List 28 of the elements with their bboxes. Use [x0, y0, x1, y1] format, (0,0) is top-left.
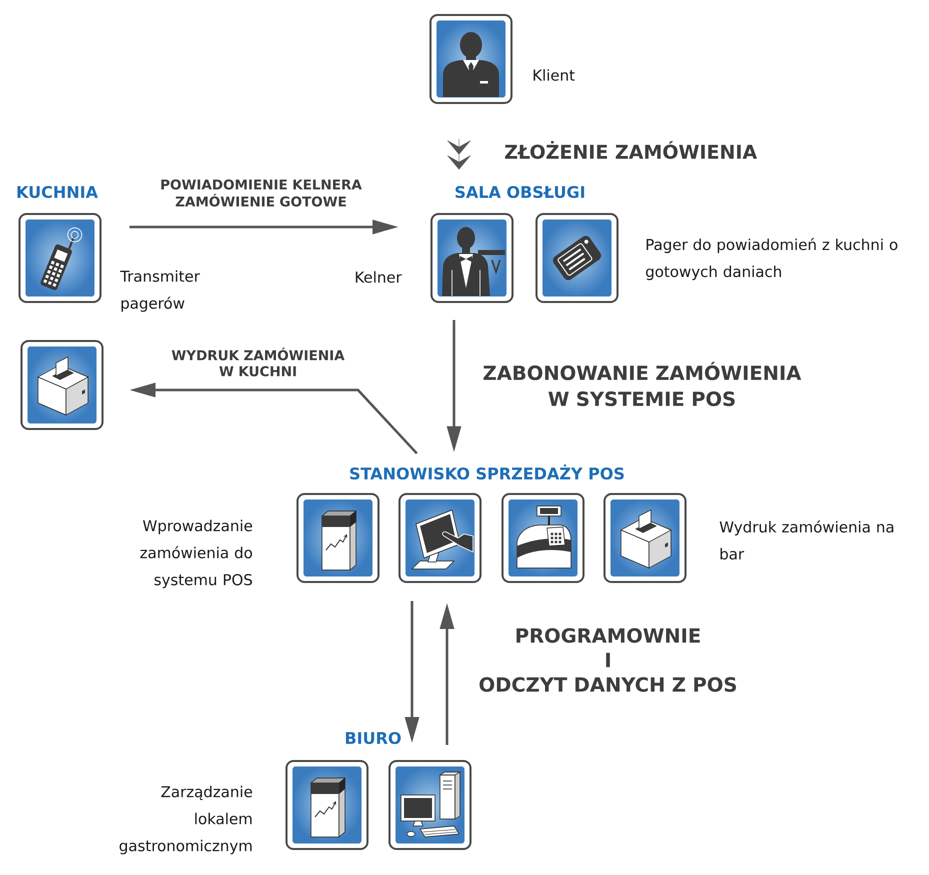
person-icon [430, 14, 512, 104]
computer-icon [388, 760, 472, 850]
edge-label: POWIADOMIENIE KELNERA ZAMÓWIENIE GOTOWE [161, 179, 362, 207]
pager-icon [536, 213, 618, 303]
node-caption: Kelner [356, 271, 402, 283]
edge-label: ZŁOŻENIE ZAMÓWIENIA [505, 141, 758, 159]
node-caption: Wprowadzanie zamówienia do systemu POS [140, 520, 252, 588]
printer-icon [20, 340, 104, 430]
software-box-icon [286, 760, 368, 850]
edge-label: ZABONOWANIE ZAMÓWIENIA W SYSTEMIE POS [484, 362, 802, 406]
section-heading: STANOWISKO SPRZEDAŻY POS [350, 464, 624, 480]
chevron-arrow [447, 138, 471, 170]
waiter-icon [430, 213, 514, 303]
edge-label: WYDRUK ZAMÓWIENIA W KUCHNI [172, 348, 345, 376]
section-heading: BIURO [346, 732, 401, 744]
touchscreen-terminal-icon [398, 493, 482, 583]
section-heading: SALA OBSŁUGI [456, 186, 584, 198]
software-box-icon [296, 493, 380, 583]
node-caption: Klient [534, 69, 575, 81]
edge-label: PROGRAMOWNIE I ODCZYT DANYCH Z POS [480, 628, 736, 692]
printer-icon [604, 493, 686, 583]
node-caption: Wydruk zamówienia na bar [720, 520, 894, 560]
node-caption: Transmiter pagerów [120, 270, 200, 312]
section-heading: KUCHNIA [18, 186, 98, 198]
node-caption: Zarządzanie lokalem gastronomicznym [120, 786, 252, 854]
transmitter-icon [18, 213, 102, 303]
cash-register-icon [502, 493, 584, 583]
node-caption: Pager do powiadomień z kuchni o gotowych daniach [646, 238, 898, 280]
